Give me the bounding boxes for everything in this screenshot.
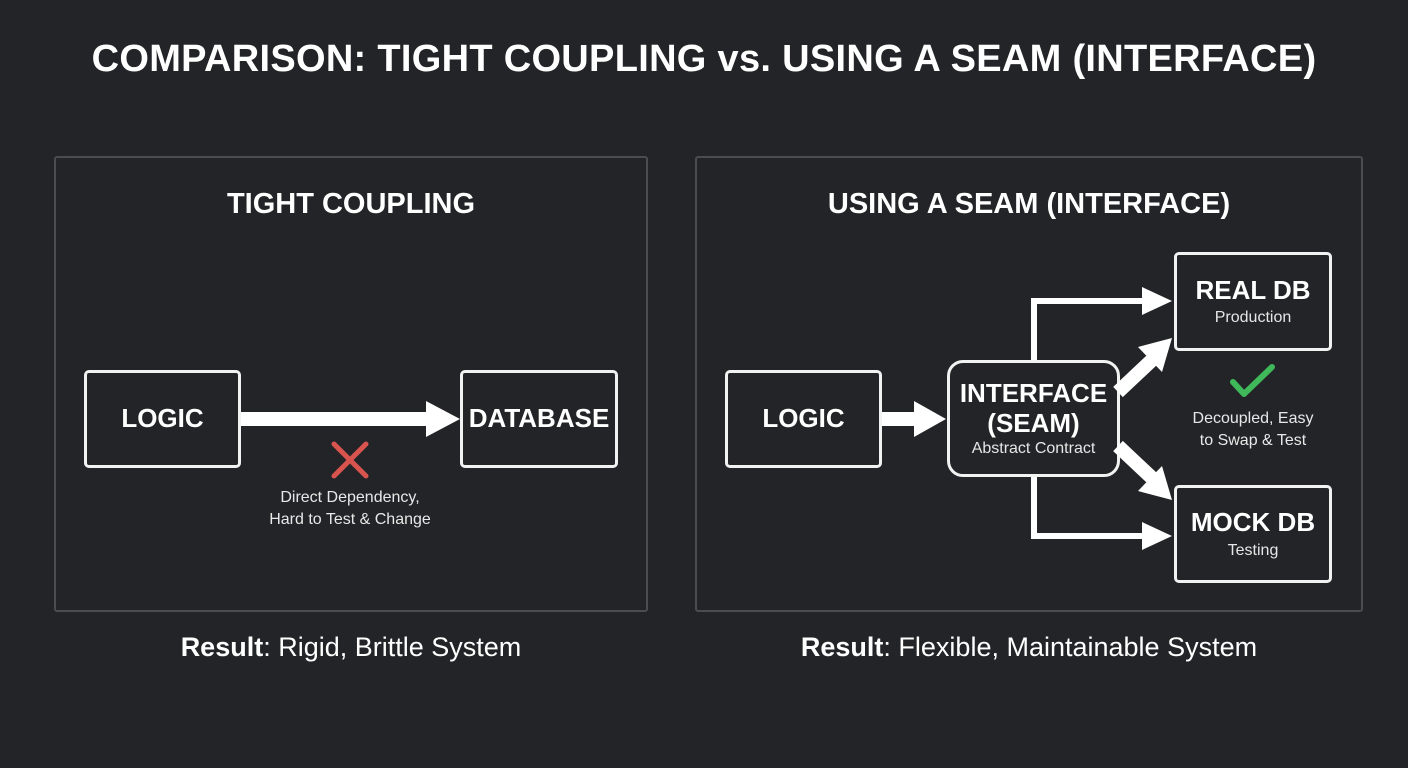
left-note-line1: Direct Dependency, (280, 489, 420, 506)
tight-coupling-heading: TIGHT COUPLING (226, 188, 476, 220)
interface-sub: Abstract Contract (971, 440, 1096, 458)
interface-label-line2: (SEAM) (987, 407, 1080, 438)
database-box: DATABASE (460, 370, 618, 468)
right-note-line2: to Swap & Test (1199, 431, 1307, 449)
left-result-prefix: Result (180, 632, 264, 662)
real-db-box: REAL DB Production (1174, 252, 1332, 351)
left-note: Direct Dependency, Hard to Test & Change (230, 487, 470, 530)
right-result-text: : Flexible, Maintainable System (883, 632, 1258, 662)
right-note: Decoupled, Easy to Swap & Test (1160, 408, 1346, 451)
mock-db-sub: Testing (1227, 541, 1279, 559)
interface-box: INTERFACE (SEAM) Abstract Contract (947, 360, 1120, 477)
real-db-label: REAL DB (1195, 274, 1311, 305)
mock-db-label: MOCK DB (1190, 507, 1316, 538)
left-logic-label: LOGIC (121, 403, 204, 434)
left-logic-box: LOGIC (84, 370, 241, 468)
real-db-sub: Production (1214, 309, 1292, 327)
seam-heading: USING A SEAM (INTERFACE) (827, 188, 1231, 220)
interface-label-line1: INTERFACE (959, 377, 1108, 408)
left-result-text: : Rigid, Brittle System (263, 632, 522, 662)
left-note-line2: Hard to Test & Change (269, 510, 431, 528)
right-result: Result: Flexible, Maintainable System (695, 632, 1363, 663)
right-logic-box: LOGIC (725, 370, 882, 468)
page-title: COMPARISON: TIGHT COUPLING vs. USING A S… (91, 38, 1317, 80)
left-result: Result: Rigid, Brittle System (54, 632, 648, 663)
right-note-line1: Decoupled, Easy (1192, 410, 1314, 427)
database-label: DATABASE (468, 403, 610, 434)
right-result-prefix: Result (800, 632, 884, 662)
right-logic-label: LOGIC (762, 403, 845, 434)
mock-db-box: MOCK DB Testing (1174, 485, 1332, 583)
